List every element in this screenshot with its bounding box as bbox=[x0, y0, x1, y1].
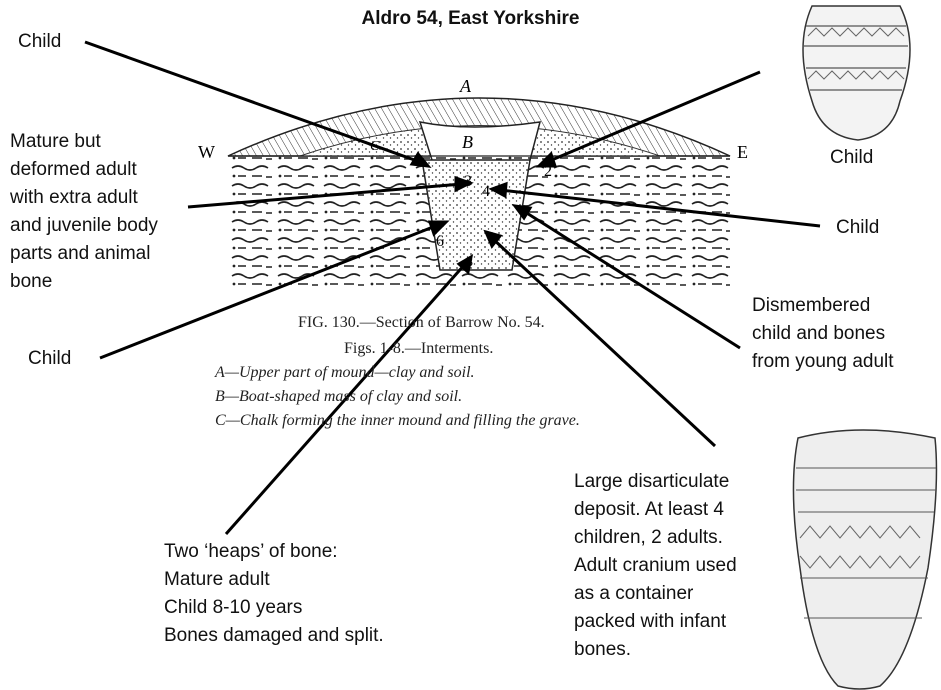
annotation-child-pot: Child bbox=[830, 144, 873, 172]
caption-line-1: FIG. 130.—Section of Barrow No. 54. bbox=[298, 314, 545, 332]
label-b: B bbox=[462, 132, 473, 152]
annotation-two-heaps: Two ‘heaps’ of bone: Mature adult Child … bbox=[164, 538, 384, 650]
label-east: E bbox=[737, 142, 748, 162]
caption-line-3: A—Upper part of mound—clay and soil. bbox=[215, 364, 475, 382]
annotation-child-right: Child bbox=[836, 214, 879, 242]
label-west: W bbox=[198, 142, 215, 162]
annotation-mature-adult: Mature but deformed adult with extra adu… bbox=[10, 128, 158, 296]
label-a: A bbox=[459, 76, 472, 96]
caption-line-5: C—Chalk forming the inner mound and fill… bbox=[215, 412, 580, 430]
beaker-pot-small bbox=[803, 6, 910, 140]
interment-4: 4 bbox=[482, 183, 490, 200]
caption-line-4: B—Boat-shaped mass of clay and soil. bbox=[215, 388, 462, 406]
annotation-large-deposit: Large disarticulate deposit. At least 4 … bbox=[574, 468, 737, 664]
annotation-dismembered: Dismembered child and bones from young a… bbox=[752, 292, 894, 376]
caption-line-2: Figs. 1-8.—Interments. bbox=[344, 340, 493, 358]
interment-6: 6 bbox=[436, 233, 444, 250]
annotation-child-left: Child bbox=[28, 345, 71, 373]
annotation-child-top-left: Child bbox=[18, 28, 61, 56]
beaker-pot-large bbox=[793, 430, 936, 689]
